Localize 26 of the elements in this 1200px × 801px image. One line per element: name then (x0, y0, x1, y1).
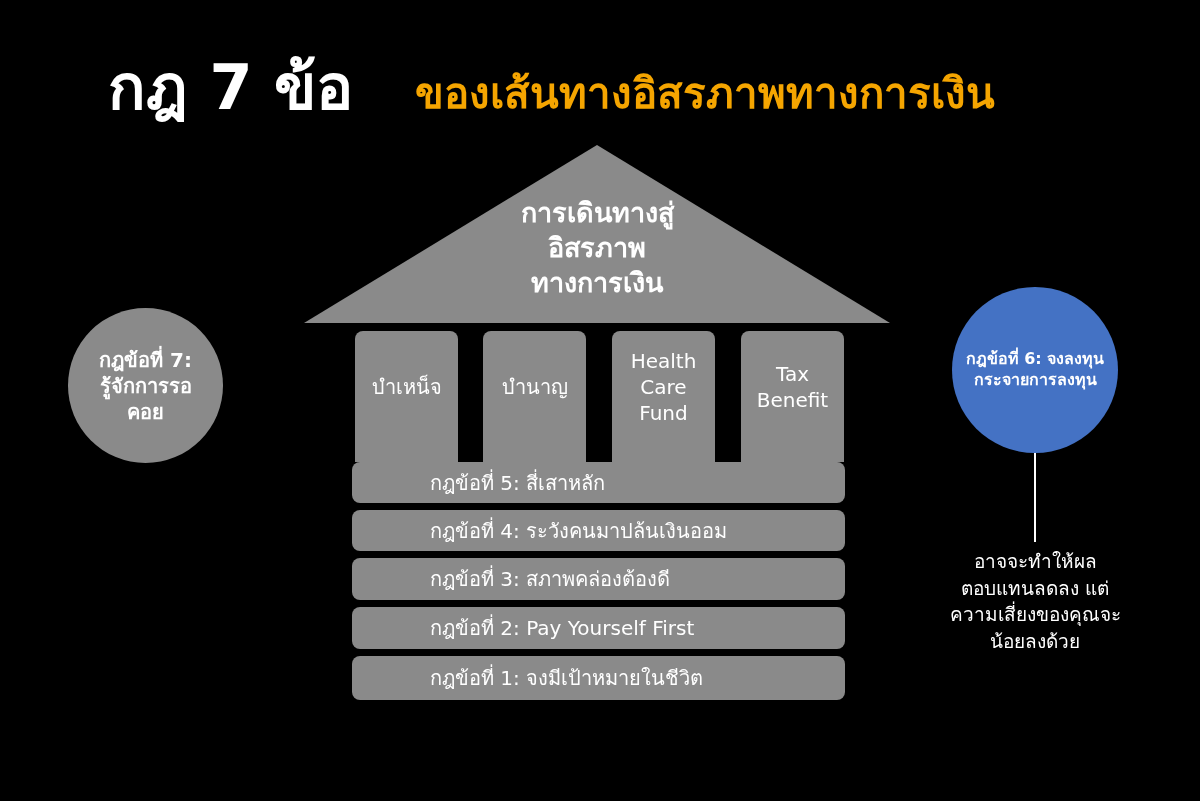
rule-bar (352, 607, 845, 649)
rule-bar (352, 656, 845, 700)
roof-text: การเดินทางสู่อิสรภาพทางการเงิน (519, 196, 675, 301)
note-text: อาจจะทำให้ผลตอบแทนลดลง แต่ความเสี่ยงของคุณจะน้อยลงด้วย (945, 548, 1125, 674)
pillar (741, 331, 844, 462)
subtitle: ของเส้นทางอิสรภาพทางการเงิน (415, 68, 995, 120)
rule-bar (352, 558, 845, 600)
rule-text: กฎข้อที่ 4: ระวังคนมาปล้นเงินออม (430, 517, 728, 544)
pillar-label: บำนาญ (500, 373, 569, 400)
pillar (612, 331, 715, 462)
pillar-label: Tax Benefit (755, 360, 830, 413)
roof-triangle (304, 145, 890, 323)
rule-text: กฎข้อที่ 7: รู้จักการรอคอย (98, 346, 193, 425)
title: กฎ 7 ข้อ (108, 50, 354, 126)
rule-text: กฎข้อที่ 1: จงมีเป้าหมายในชีวิต (430, 665, 704, 691)
rule-text: กฎข้อที่ 6: จงลงทุน กระจายการลงทุน (965, 349, 1105, 391)
pillar-label: Health Care Fund (629, 347, 698, 426)
pillar-label: บำเหน็จ (370, 373, 443, 400)
pillar (483, 331, 586, 462)
rule-bar (352, 462, 845, 503)
pillar (355, 331, 458, 462)
rule-bar (352, 510, 845, 551)
connector-line (1034, 452, 1036, 543)
rule-text: กฎข้อที่ 3: สภาพคล่องต้องดี (430, 566, 671, 592)
rule-text: กฎข้อที่ 5: สี่เสาหลัก (430, 469, 606, 496)
rule-text: กฎข้อที่ 2: Pay Yourself First (430, 615, 695, 641)
